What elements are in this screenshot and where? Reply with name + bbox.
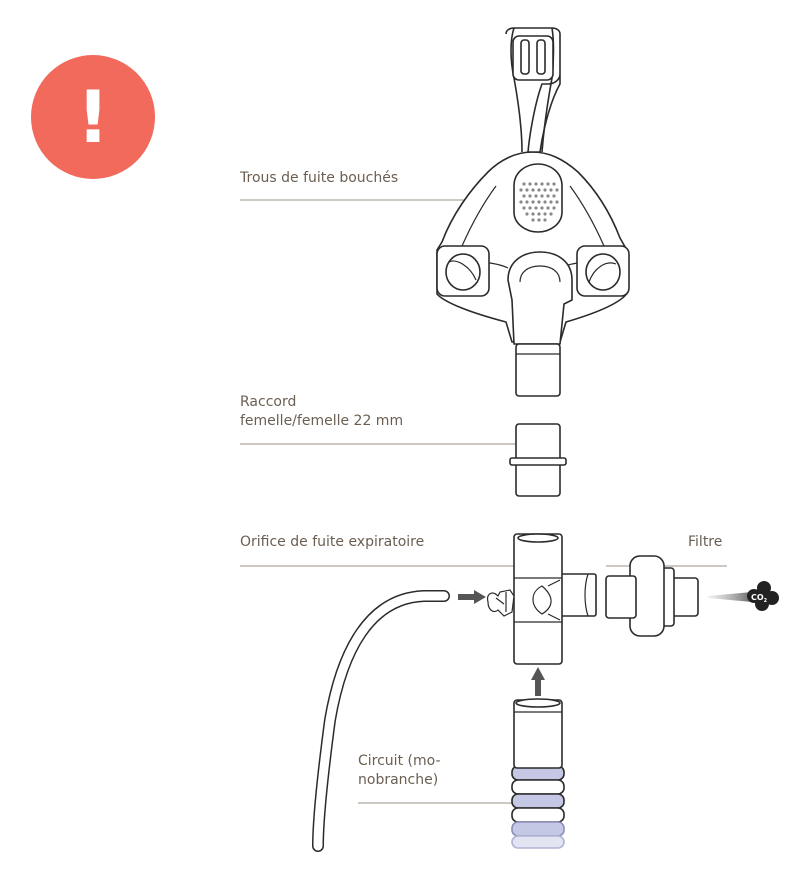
- exclamation-icon: !: [76, 75, 110, 159]
- label-circuit-line1: Circuit (mo-: [358, 753, 441, 769]
- female-female-connector: [509, 423, 567, 497]
- single-limb-circuit: [511, 698, 565, 849]
- label-leak-holes: Trous de fuite bouchés: [240, 170, 399, 186]
- label-circuit-line2: nobranche): [358, 772, 439, 788]
- headgear-clip-right: [576, 245, 630, 297]
- port-cap: [487, 589, 515, 617]
- oxygen-hose: [312, 590, 450, 852]
- mask-outlet-tube: [515, 343, 561, 397]
- exhale-arrow: [708, 592, 752, 602]
- headgear-clip-left: [436, 245, 490, 297]
- co2-label: CO2: [751, 593, 768, 604]
- exhalation-port-tpiece: [513, 533, 597, 665]
- filter-illustration: [605, 555, 699, 637]
- warning-badge: !: [31, 55, 155, 179]
- label-filter: Filtre: [688, 534, 723, 550]
- label-connector-line1: Raccord: [240, 394, 297, 410]
- leak-holes: [519, 182, 559, 222]
- co2-cloud-icon: CO2: [747, 581, 779, 611]
- flow-arrow-right: [458, 590, 486, 604]
- nasal-mask-illustration: [436, 27, 630, 397]
- label-connector-line2: femelle/femelle 22 mm: [240, 413, 404, 429]
- mask-elbow: [507, 251, 573, 345]
- leak-hole-plate: [513, 163, 563, 233]
- flow-arrow-up: [531, 667, 545, 696]
- label-exhalation-port: Orifice de fuite expiratoire: [240, 534, 425, 550]
